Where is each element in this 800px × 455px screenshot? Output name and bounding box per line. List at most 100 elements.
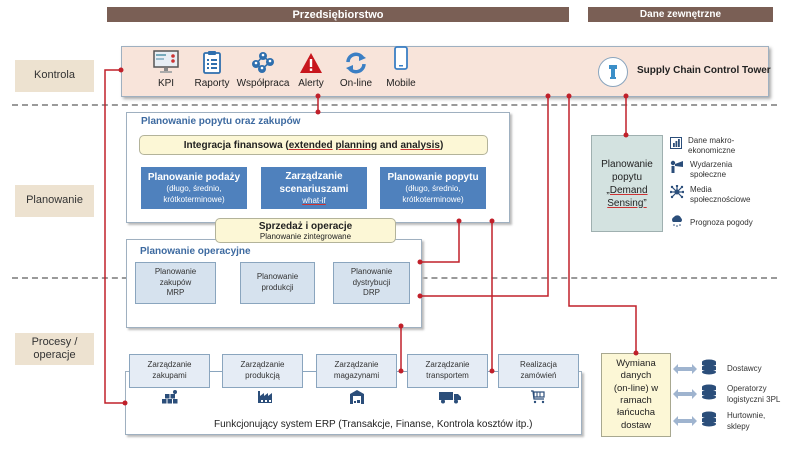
tier-planning: Planowanie [15, 185, 94, 217]
supply-planning-sub1: (długo, średnio, [166, 184, 222, 194]
connector-demand-to-opplanning [420, 221, 460, 263]
external-data-header: Dane zewnętrzne [588, 7, 773, 22]
partner-wholesalers-line-1: Hurtownie, [727, 411, 766, 421]
demand-sensing-line-3: „Demand [606, 184, 648, 196]
demand-sensing-box[interactable]: Planowanie popytu „Demand Sensing” [591, 135, 663, 232]
process-purchasing[interactable]: Zarządzanie zakupami [129, 354, 210, 388]
production-planning-box[interactable]: Planowanie produkcji [240, 262, 315, 304]
megaphone-person-icon [670, 160, 684, 181]
control-item-collaboration[interactable]: Współpraca [236, 48, 290, 89]
supply-planning-title: Planowanie podaży [147, 172, 241, 184]
control-item-mobile-label: Mobile [386, 78, 416, 89]
demand-planning-sub2: krótkoterminowe) [402, 194, 464, 204]
control-item-mobile[interactable]: Mobile [383, 46, 419, 89]
process-production[interactable]: Zarządzanie produkcją [222, 354, 303, 388]
process-production-line-1: Zarządzanie [240, 360, 285, 370]
process-order-fulfilment[interactable]: Realizacja zamówień [498, 354, 579, 388]
collaboration-network-icon [250, 48, 276, 74]
demand-sensing-line-4: Sensing” [607, 197, 647, 209]
separator-control-planning [12, 104, 777, 106]
sales-operations-subtitle: Planowanie zintegrowane [259, 231, 352, 241]
mobile-phone-icon [394, 46, 408, 70]
production-planning-line-2: produkcji [261, 283, 294, 292]
finance-text-word2: planning [335, 139, 378, 151]
enterprise-header-label: Przedsiębiorstwo [292, 8, 384, 21]
process-purchasing-line-1: Zarządzanie [147, 360, 192, 370]
drp-planning-box[interactable]: Planowanie dystrybucji DRP [333, 262, 410, 304]
control-item-kpi[interactable]: KPI [150, 48, 182, 89]
macro-line-1: Dane makro- [688, 136, 735, 145]
partner-3pl-line-1: Operatorzy [727, 384, 767, 394]
process-warehouse[interactable]: Zarządzanie magazynami [316, 354, 397, 388]
warehouse-icon [350, 390, 364, 409]
production-planning-line-1: Planowanie [256, 272, 299, 282]
control-item-alerts-label: Alerty [298, 78, 324, 89]
truck-icon [439, 391, 461, 409]
sales-operations-box[interactable]: Sprzedaż i operacje Planowanie zintegrow… [215, 218, 396, 243]
kpi-dashboard-icon [153, 48, 179, 74]
database-icon [701, 411, 717, 432]
double-arrow-icon [673, 386, 697, 404]
demand-sensing-line-2: popytu [611, 171, 643, 183]
control-item-online[interactable]: On-line [336, 48, 376, 89]
partner-suppliers-label: Dostawcy [727, 364, 762, 374]
control-item-alerts[interactable]: Alerty [294, 48, 328, 89]
social-events-line-1: Wydarzenia [690, 160, 733, 169]
tier-processes-label-2: operacje [33, 349, 76, 361]
process-production-line-2: produkcją [245, 371, 280, 380]
scenario-management-title-2: scenariuszami [279, 183, 349, 195]
demand-purchase-planning-title: Planowanie popytu oraz zakupów [141, 116, 301, 127]
tier-control: Kontrola [15, 60, 94, 92]
process-warehouse-line-1: Zarządzanie [334, 360, 379, 370]
finance-text-suffix: ) [439, 139, 444, 151]
mrp-planning-box[interactable]: Planowanie zakupów MRP [135, 262, 216, 304]
control-tower-icon [598, 57, 628, 87]
process-transport-line-1: Zarządzanie [425, 360, 470, 370]
process-order-line-2: zamówień [520, 371, 557, 380]
supply-planning-box[interactable]: Planowanie podaży (długo, średnio, krótk… [141, 167, 247, 209]
process-transport[interactable]: Zarządzanie transportem [407, 354, 488, 388]
boxes-icon [162, 390, 178, 409]
weather-cloud-icon [670, 214, 684, 232]
shopping-cart-icon [531, 390, 545, 409]
process-purchasing-line-2: zakupami [152, 371, 187, 380]
control-tower-label: Supply Chain Control Tower [637, 65, 771, 76]
partner-3pl-line-2: logistyczni 3PL [727, 394, 781, 404]
finance-text-mid: and [377, 139, 401, 151]
scenario-management-sub: what-if [302, 195, 326, 205]
process-transport-line-2: transportem [426, 371, 469, 380]
erp-system-label: Funkcjonujący system ERP (Transakcje, Fi… [214, 419, 533, 430]
double-arrow-icon [673, 413, 697, 431]
tier-planning-label: Planowanie [26, 194, 83, 207]
macro-line-2: ekonomiczne [688, 146, 736, 156]
tier-processes-label-1: Procesy / [31, 335, 78, 348]
scenario-management-title-1: Zarządzanie [285, 170, 343, 182]
tier-processes: Procesy / operacje [15, 333, 94, 365]
factory-icon [257, 390, 273, 409]
drp-line-1: Planowanie [350, 266, 393, 276]
external-source-macro: Dane makro-ekonomiczne [670, 136, 735, 157]
scenario-management-box[interactable]: Zarządzanie scenariuszami what-if [261, 167, 367, 209]
control-item-reports[interactable]: Raporty [192, 48, 232, 89]
demand-planning-title: Planowanie popytu [387, 172, 479, 184]
clipboard-report-icon [203, 48, 221, 74]
bar-chart-icon [670, 136, 682, 157]
tier-control-label: Kontrola [34, 69, 75, 82]
control-item-reports-label: Raporty [194, 78, 230, 89]
data-exchange-line-3: (on-line) w [613, 382, 659, 394]
control-item-online-label: On-line [339, 78, 373, 89]
social-events-line-2: społeczne [690, 170, 727, 180]
external-source-weather: Prognoza pogody [670, 214, 753, 232]
sync-icon [344, 48, 368, 74]
supply-planning-sub2: krótkoterminowe) [163, 194, 225, 204]
database-icon [701, 384, 717, 405]
weather-label: Prognoza pogody [690, 217, 753, 227]
control-item-kpi-label: KPI [157, 78, 175, 89]
data-exchange-box[interactable]: Wymiana danych (on-line) w ramach łańcuc… [601, 353, 671, 437]
process-order-line-1: Realizacja [520, 360, 557, 370]
social-media-line-1: Media [690, 185, 712, 194]
demand-planning-box[interactable]: Planowanie popytu (długo, średnio, krótk… [380, 167, 486, 209]
